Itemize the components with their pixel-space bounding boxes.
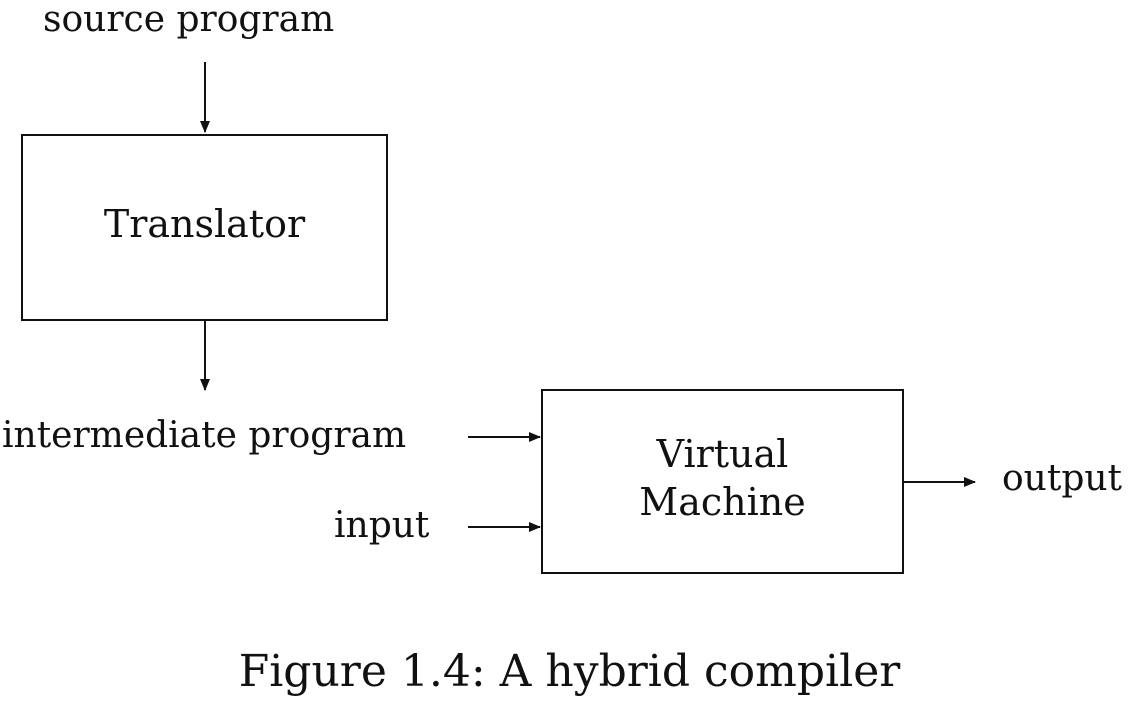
virtual-machine-label-line1: Virtual [656, 432, 789, 476]
input-label: input [334, 505, 430, 546]
source-program-label: source program [43, 0, 335, 40]
translator-box [21, 134, 388, 321]
intermediate-program-label: intermediate program [2, 415, 407, 456]
figure-caption: Figure 1.4: A hybrid compiler [238, 646, 901, 697]
output-label: output [1002, 458, 1123, 499]
virtual-machine-box [541, 389, 904, 574]
virtual-machine-label: Virtual Machine [542, 430, 903, 526]
virtual-machine-label-line2: Machine [639, 480, 806, 524]
translator-label: Translator [103, 202, 306, 246]
